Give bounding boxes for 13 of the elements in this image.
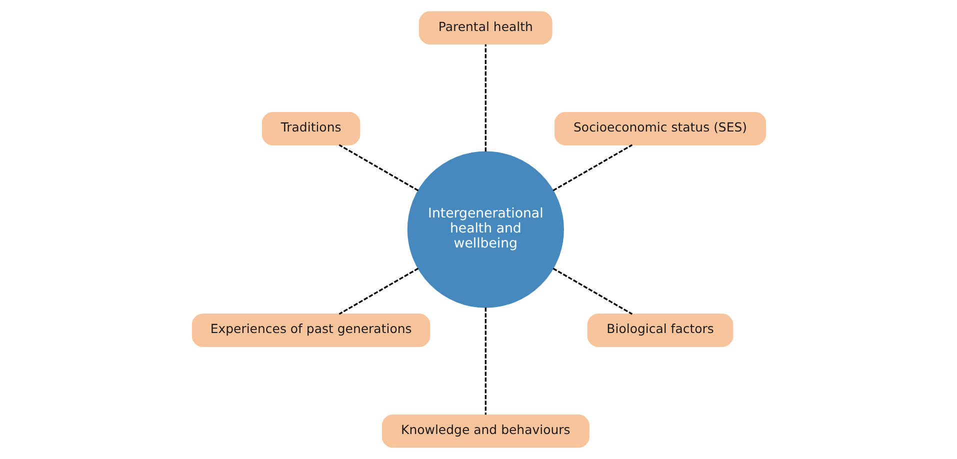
node-circle: Intergenerational health and wellbeing: [406, 151, 564, 308]
node-box: Socioeconomic status (SES): [554, 112, 766, 146]
connector: [484, 44, 486, 152]
node-box: Traditions: [261, 112, 360, 146]
connector: [484, 307, 486, 415]
connector: [338, 144, 418, 192]
node-box: Experiences of past generations: [191, 314, 430, 347]
node-box: Biological factors: [586, 314, 733, 347]
node-box: Knowledge and behaviours: [381, 414, 589, 448]
connector: [552, 144, 632, 192]
connector: [552, 268, 632, 315]
node-box: Parental health: [418, 11, 552, 45]
connector: [338, 268, 418, 315]
